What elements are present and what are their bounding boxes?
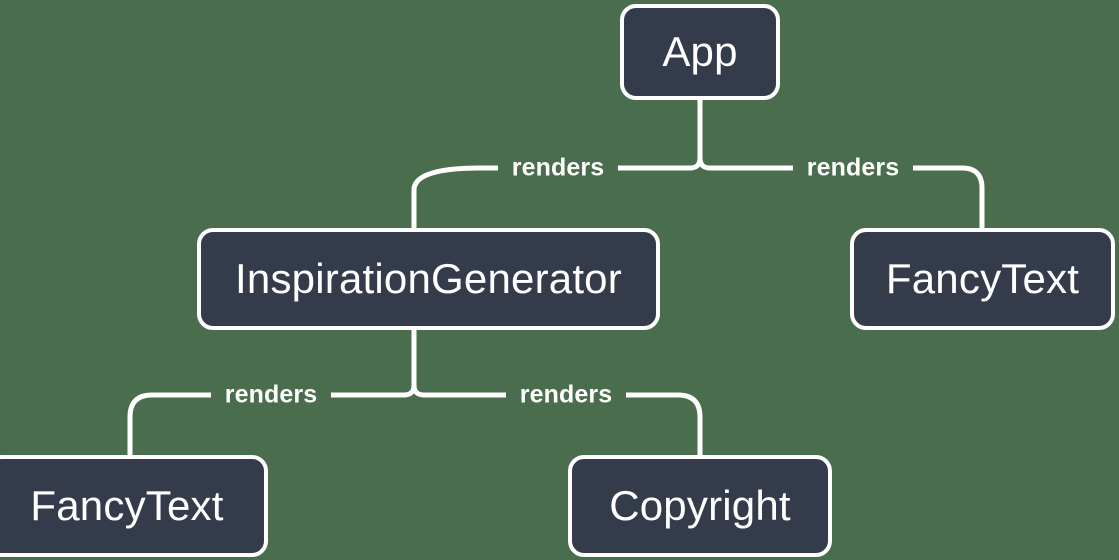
node-inspiration-generator-label: InspirationGenerator [235, 255, 622, 302]
wire-ig-bus-right [411, 382, 703, 458]
node-fancytext-right-label: FancyText [885, 255, 1080, 302]
edge-label-backdrop [210, 380, 332, 410]
edge-label-backdrop [497, 153, 619, 183]
node-fancytext-bottom[interactable]: FancyText [0, 455, 268, 557]
edge-label-backdrop [792, 153, 914, 183]
wire-app-bus-right [697, 155, 985, 231]
edge-label-inspiration-generator-to-fancytext: renders [224, 380, 318, 409]
node-inspiration-generator[interactable]: InspirationGenerator [197, 228, 660, 330]
node-app-label: App [662, 28, 738, 75]
node-copyright-label: Copyright [609, 482, 791, 529]
node-fancytext-bottom-label: FancyText [30, 482, 224, 529]
edge-label-inspiration-generator-to-copyright: renders [519, 380, 613, 409]
node-fancytext-right[interactable]: FancyText [850, 228, 1115, 330]
node-app[interactable]: App [620, 4, 780, 100]
node-copyright[interactable]: Copyright [568, 455, 832, 557]
edge-label-app-to-inspiration-generator: renders [511, 153, 605, 182]
edge-label-app-to-fancytext-right: renders [806, 153, 900, 182]
edge-label-backdrop [505, 380, 627, 410]
